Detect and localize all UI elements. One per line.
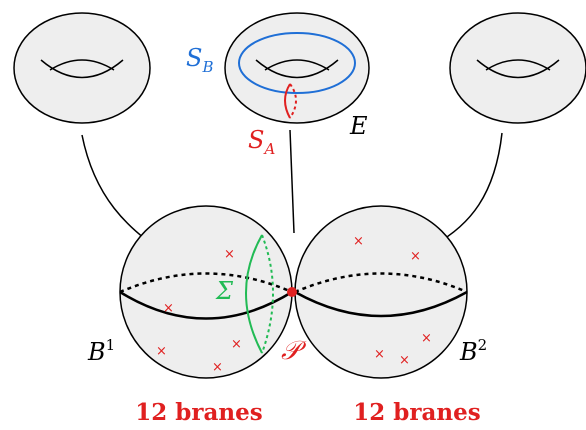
equator-b1-back — [119, 272, 293, 294]
brane-marker: × — [374, 347, 385, 362]
connector-middle — [289, 129, 295, 234]
cycle-s-a-front — [284, 83, 291, 119]
label-b1: B1 — [87, 336, 115, 366]
brane-marker: × — [163, 301, 174, 316]
equator-b2-back — [294, 272, 468, 294]
torus-right — [449, 12, 586, 124]
label-s-a: SA — [248, 126, 275, 158]
brane-marker: × — [212, 360, 223, 375]
brane-marker: × — [156, 344, 167, 359]
brane-marker: × — [399, 353, 410, 368]
caption-branes-right: 12 branes — [353, 399, 480, 426]
branes-right-markers: × × × × × — [353, 234, 432, 368]
sphere-b2 — [294, 205, 468, 379]
point-p — [287, 287, 297, 297]
connector-right — [433, 132, 503, 246]
branes-left-markers: × × × × × — [156, 247, 242, 375]
brane-marker: × — [231, 337, 242, 352]
equator-b1-front — [119, 290, 293, 320]
label-e: E — [349, 112, 368, 140]
brane-marker: × — [410, 249, 421, 264]
brane-marker: × — [353, 234, 364, 249]
label-p: 𝒫 — [281, 336, 307, 366]
brane-marker: × — [224, 247, 235, 262]
cycle-sigma-front — [245, 234, 263, 354]
cycle-s-b — [238, 32, 356, 94]
equator-b2-front — [294, 290, 468, 318]
label-b2: B2 — [459, 336, 487, 366]
torus-left — [13, 12, 151, 124]
torus-middle — [224, 12, 370, 124]
cycle-sigma-back — [261, 234, 274, 354]
label-sigma: Σ — [215, 277, 234, 305]
sphere-b1 — [119, 205, 293, 379]
label-s-b: SB — [186, 44, 213, 76]
caption-branes-left: 12 branes — [135, 399, 262, 426]
brane-marker: × — [421, 331, 432, 346]
